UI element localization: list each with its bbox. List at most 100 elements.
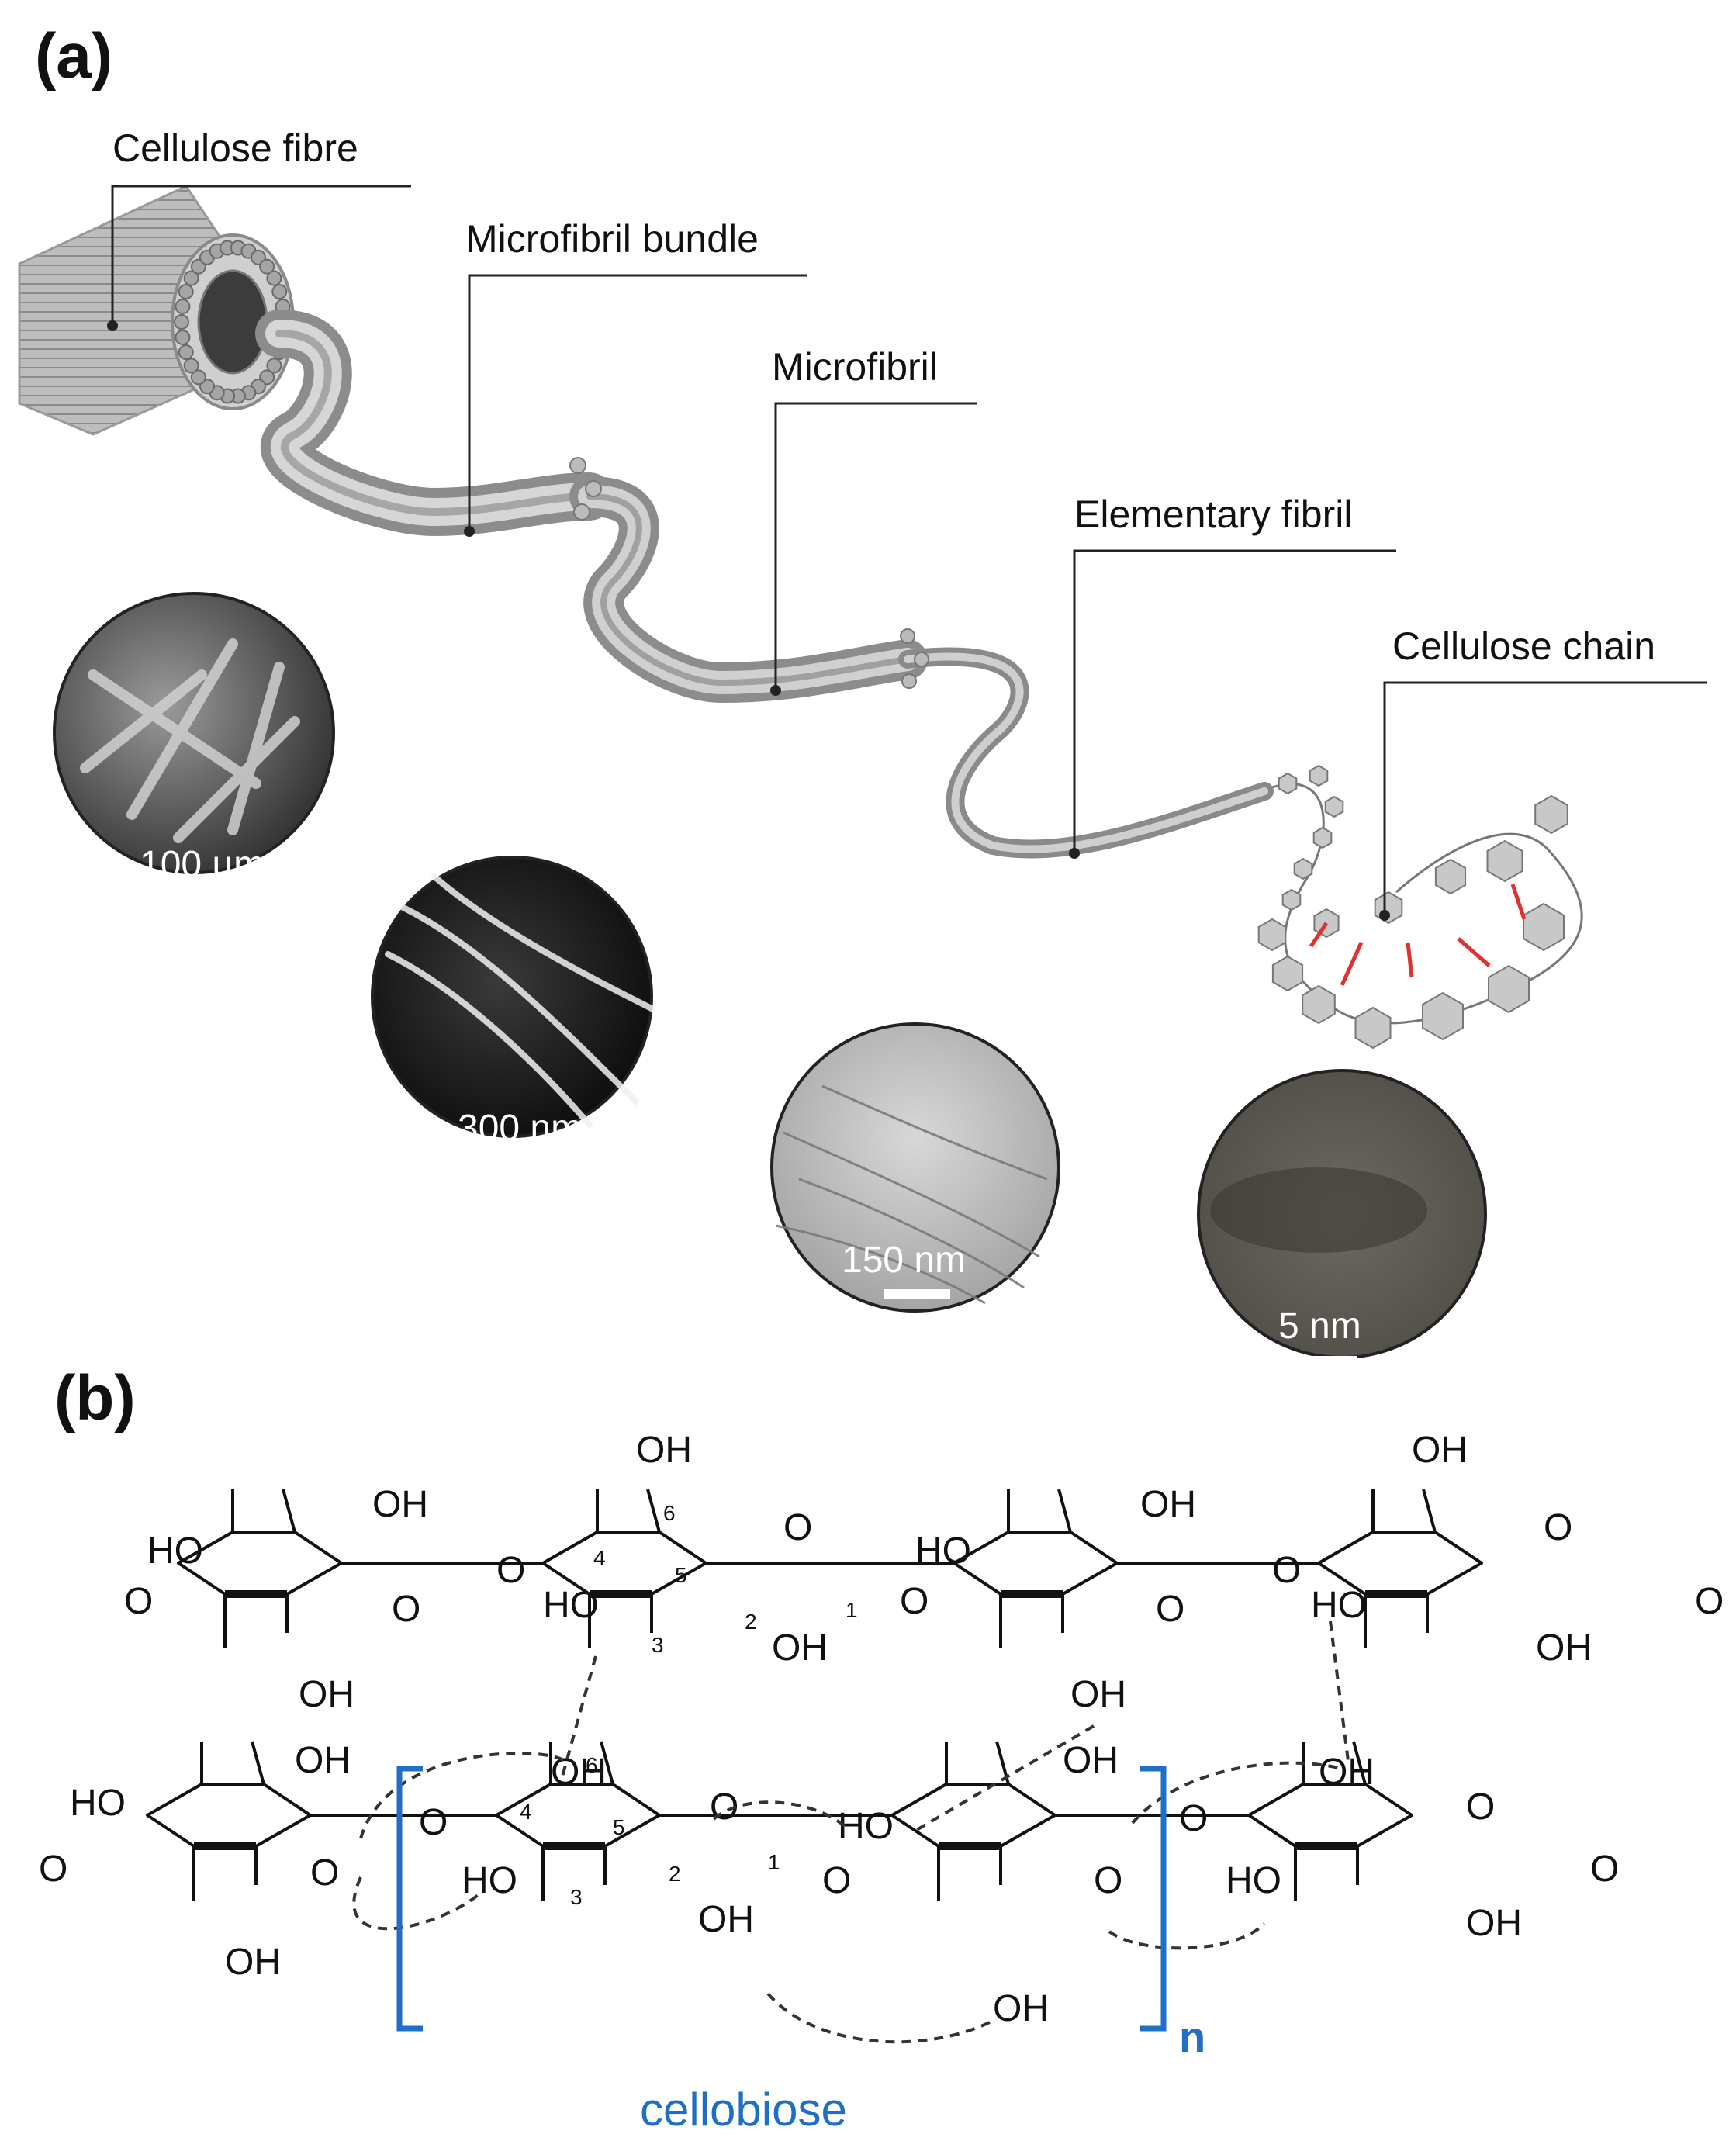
substituent-bond (282, 1489, 296, 1533)
fibre-bead (266, 270, 282, 286)
glycosidic-oxygen: O (900, 1581, 929, 1622)
ring-oxygen: O (310, 1852, 339, 1894)
ring-outline (146, 1783, 312, 1848)
cellulose-fibre-illustration (18, 185, 295, 436)
substituent-bond (251, 1741, 265, 1785)
scale-bar-label-4: 5 nm (1278, 1306, 1361, 1347)
glucose-ring-shape (1281, 888, 1302, 911)
glucose-ring (953, 1489, 1119, 1648)
ring-oxygen: O (1156, 1589, 1184, 1630)
carbon-number: 1 (846, 1598, 858, 1622)
cellulose-structure (146, 1489, 1483, 1901)
fibre-bead (271, 283, 288, 299)
terminal-oxygen: O (39, 1849, 67, 1890)
atom-label: OH (295, 1740, 351, 1781)
cellobiose-label: cellobiose (640, 2084, 847, 2136)
fibre-bead (266, 358, 282, 374)
tem-micrograph-150nm: 150 nm (770, 1022, 1060, 1313)
ring-oxygen: O (1094, 1860, 1122, 1901)
terminal-oxygen: O (1695, 1581, 1724, 1622)
fibre-bead (178, 283, 194, 299)
glucose-ring-shape (1324, 795, 1344, 818)
repeat-count-label: n (1179, 2012, 1205, 2061)
sem-micrograph-100um: 100 µm (53, 592, 335, 901)
panel-a-label: (a) (35, 21, 112, 92)
ring-outline (953, 1531, 1119, 1596)
scale-bar-label-3: 150 nm (842, 1240, 966, 1281)
glucose-ring-shape (1434, 858, 1467, 895)
scale-bar-label-1: 100 µm (140, 844, 265, 885)
carbon-number: 2 (745, 1610, 757, 1634)
glucose-ring-shape (1257, 918, 1287, 952)
ring-oxygen: O (783, 1507, 812, 1548)
fibre-bead (183, 358, 199, 374)
glycosidic-oxygen: O (419, 1802, 448, 1843)
label-cellulose-chain: Cellulose chain (1392, 624, 1655, 668)
atom-label: HO (462, 1860, 517, 1901)
label-microfibril-bundle: Microfibril bundle (465, 217, 759, 261)
fibre-bead (183, 270, 199, 286)
atom-label: HO (838, 1806, 894, 1847)
glucose-ring-shape (1488, 964, 1530, 1014)
carbon-number: 5 (613, 1815, 625, 1839)
atom-label: HO (147, 1531, 203, 1572)
atom-label: OH (1466, 1903, 1522, 1944)
repeat-unit-brackets (396, 1766, 1167, 2032)
glucose-ring-shape (1486, 839, 1523, 883)
label-elementary-fibril: Elementary fibril (1074, 493, 1352, 536)
fibre-bead (190, 369, 206, 386)
atom-label: OH (1070, 1674, 1126, 1715)
atom-label: HO (915, 1531, 971, 1572)
hydrogen-bonds (352, 1620, 1350, 2044)
carbon-number: 6 (586, 1753, 598, 1777)
glucose-ring-shape (1354, 1006, 1392, 1050)
glycosidic-oxygen: O (496, 1550, 525, 1591)
ring-oxygen: O (1544, 1507, 1572, 1548)
substituent-bond (600, 1741, 614, 1785)
substituent-bond (646, 1489, 661, 1533)
ring-oxygen: O (1466, 1786, 1495, 1828)
substituent-bond (1057, 1489, 1072, 1533)
glucose-ring-shape (1293, 857, 1313, 880)
glucose-ring-shape (1278, 772, 1298, 795)
leader-lines (111, 185, 1707, 915)
atom-label: HO (70, 1783, 126, 1824)
atom-label: OH (1536, 1627, 1592, 1669)
fibre-bead (259, 258, 275, 275)
carbon-number: 2 (669, 1862, 681, 1886)
substituent-bond (1352, 1741, 1367, 1785)
fibre-bead (175, 299, 191, 315)
atom-label: OH (636, 1430, 692, 1471)
glucose-ring-shape (1422, 991, 1464, 1041)
atom-label: OH (372, 1484, 428, 1525)
carbon-number: 1 (768, 1850, 780, 1874)
glucose-ring-shape (1309, 764, 1329, 787)
glucose-ring-shape (1271, 955, 1304, 992)
atom-label: OH (993, 1988, 1049, 2029)
atom-label: OH (1140, 1484, 1196, 1525)
glucose-ring-shape (1302, 984, 1336, 1025)
atom-label: OH (698, 1899, 754, 1940)
fibre-bead (178, 344, 194, 361)
glycosidic-oxygen: O (1179, 1798, 1208, 1839)
carbon-number: 3 (570, 1885, 583, 1909)
glucose-ring-shape (1534, 794, 1568, 835)
ring-oxygen: O (392, 1589, 420, 1630)
label-cellulose-fibre: Cellulose fibre (112, 126, 358, 170)
leader-dots (107, 320, 1390, 921)
atom-label: OH (1412, 1430, 1468, 1471)
carbon-number: 6 (663, 1501, 676, 1525)
fibre-bead (175, 329, 191, 345)
ring-outline (1247, 1783, 1413, 1848)
carbon-number: 4 (593, 1546, 606, 1570)
terminal-oxygen: O (124, 1581, 153, 1622)
cellulose-chain-illustration (1257, 764, 1583, 1050)
terminal-oxygen: O (1590, 1849, 1619, 1890)
glucose-ring-shape (1312, 826, 1333, 849)
scale-bar-label-2: 300 nm (458, 1108, 582, 1149)
ring-outline (890, 1783, 1056, 1848)
atom-label: OH (299, 1674, 354, 1715)
panel-b-label: (b) (54, 1363, 136, 1434)
